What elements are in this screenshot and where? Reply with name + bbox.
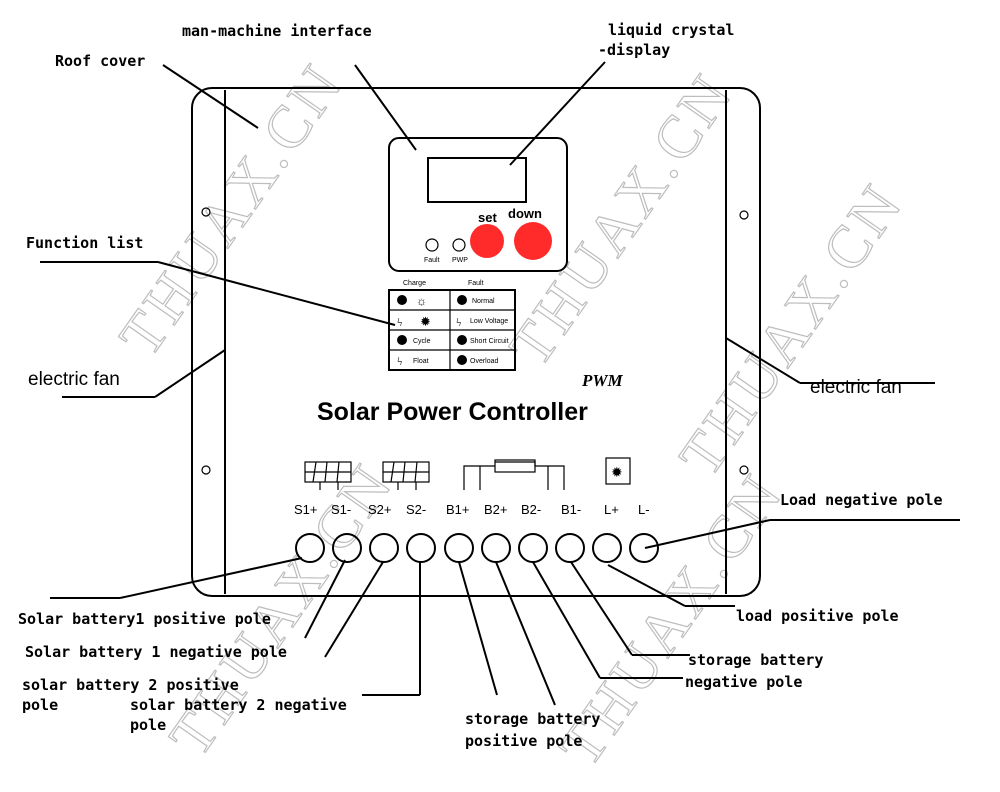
callout-storage-negative-l2: negative pole <box>685 673 802 691</box>
svg-text:Cycle: Cycle <box>413 338 431 345</box>
svg-text:B2-: B2- <box>521 502 541 517</box>
solar-panel-icon-1 <box>304 461 352 490</box>
callout-roof-cover: Roof cover <box>55 52 145 70</box>
svg-text:PWP: PWP <box>452 257 468 264</box>
svg-text:Charge: Charge <box>403 280 426 287</box>
terminal-l-minus <box>629 533 659 563</box>
terminal-b2-plus <box>481 533 511 563</box>
svg-text:THUAX.CN: THUAX.CN <box>107 51 356 368</box>
callout-lcd-line2: -display <box>598 41 670 59</box>
svg-text:ϟ: ϟ <box>397 354 402 368</box>
svg-text:Short Circuit: Short Circuit <box>470 338 509 345</box>
down-button[interactable] <box>514 222 552 260</box>
device-title: Solar Power Controller <box>317 398 588 426</box>
svg-text:Normal: Normal <box>472 298 495 305</box>
svg-text:ϟ: ϟ <box>397 315 402 329</box>
solar-panel-icon-2 <box>382 461 430 490</box>
terminal-s1-plus <box>295 533 325 563</box>
lcd-display <box>427 157 527 203</box>
callout-man-machine-interface: man-machine interface <box>182 22 372 40</box>
svg-text:set: set <box>478 210 497 225</box>
svg-text:✹: ✹ <box>611 466 623 481</box>
svg-text:S2+: S2+ <box>368 502 392 517</box>
pwm-label: PWM <box>581 371 624 390</box>
svg-text:down: down <box>508 206 542 221</box>
svg-text:B1-: B1- <box>561 502 581 517</box>
svg-text:L-: L- <box>638 502 650 517</box>
svg-text:B2+: B2+ <box>484 502 508 517</box>
terminal-l-plus <box>592 533 622 563</box>
callout-storage-positive-l1: storage battery <box>465 710 600 728</box>
callout-solar2-negative-l1: solar battery 2 negative <box>130 696 347 714</box>
svg-text:S2-: S2- <box>406 502 426 517</box>
svg-text:Float: Float <box>413 358 429 365</box>
terminal-labels: S1+ S1- S2+ S2- B1+ B2+ B2- B1- L+ L- <box>294 502 650 517</box>
callout-electric-fan-left: electric fan <box>28 369 120 390</box>
callout-storage-positive-l2: positive pole <box>465 732 582 750</box>
battery-icon <box>463 459 565 490</box>
callout-function-list: Function list <box>26 234 143 252</box>
svg-text:Low Voltage: Low Voltage <box>470 318 508 325</box>
pwp-led <box>452 238 466 252</box>
svg-text:B1+: B1+ <box>446 502 470 517</box>
svg-text:L+: L+ <box>604 502 619 517</box>
callout-solar2-positive-l2: pole <box>22 696 58 714</box>
load-lamp-icon: ✹ <box>605 457 631 485</box>
svg-text:THUAX.CN: THUAX.CN <box>667 171 916 488</box>
set-button[interactable] <box>470 224 504 258</box>
leader-lines <box>40 61 960 706</box>
function-list-table: Charge Fault ☼ ϟ ✹ ϟ ϟ Normal Low Voltag… <box>388 280 516 371</box>
callout-solar1-positive: Solar battery1 positive pole <box>18 610 271 628</box>
terminal-b1-minus <box>555 533 585 563</box>
terminal-b1-plus <box>444 533 474 563</box>
man-machine-interface: Fault PWP set down <box>388 137 568 272</box>
callout-solar2-negative-l2: pole <box>130 716 166 734</box>
svg-text:Fault: Fault <box>424 257 440 264</box>
terminal-s1-minus <box>332 533 362 563</box>
terminal-s2-plus <box>369 533 399 563</box>
svg-text:Fault: Fault <box>468 280 484 287</box>
controller-housing <box>191 87 761 597</box>
callout-lcd-line1: liquid crystal <box>608 21 734 39</box>
svg-text:Overload: Overload <box>470 358 499 365</box>
fault-led <box>425 238 439 252</box>
callout-storage-negative-l1: storage battery <box>688 651 823 669</box>
callout-electric-fan-right: electric fan <box>810 377 902 398</box>
svg-text:☼: ☼ <box>416 294 427 308</box>
svg-text:S1+: S1+ <box>294 502 318 517</box>
terminal-s2-minus <box>406 533 436 563</box>
svg-text:ϟ: ϟ <box>456 315 461 329</box>
terminal-b2-minus <box>518 533 548 563</box>
svg-text:✹: ✹ <box>420 314 431 329</box>
callout-solar1-negative: Solar battery 1 negative pole <box>25 643 287 661</box>
callout-solar2-positive-l1: solar battery 2 positive <box>22 676 239 694</box>
svg-text:S1-: S1- <box>331 502 351 517</box>
callout-load-negative: Load negative pole <box>780 491 943 509</box>
callout-load-positive: load positive pole <box>736 607 899 625</box>
callout-labels: man-machine interface liquid crystal -di… <box>18 21 943 750</box>
